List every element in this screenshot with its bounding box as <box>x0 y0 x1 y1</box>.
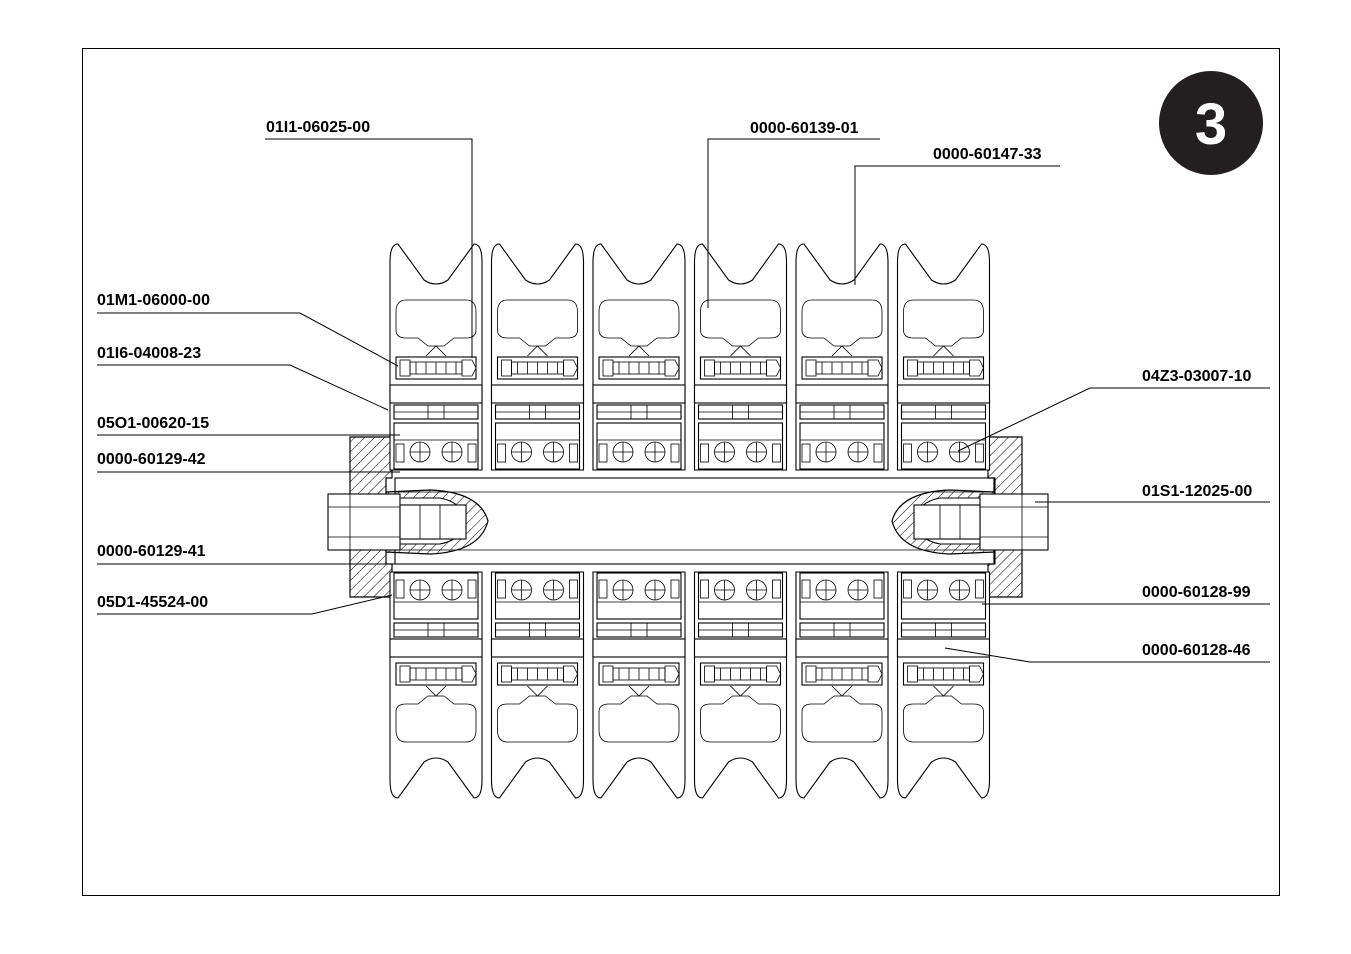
sheave-lower-half <box>795 571 889 799</box>
label-right-3: 0000-60128-99 <box>1142 584 1251 601</box>
sheave-unit <box>795 243 889 799</box>
sheave-lower-half <box>693 571 788 799</box>
sheave-lower-half <box>490 571 585 799</box>
label-top-right: 0000-60147-33 <box>933 146 1042 163</box>
sheave-upper-half <box>795 243 889 471</box>
sheave-unit <box>896 243 991 799</box>
part-number-labels: 01I1-06025-00 0000-60139-01 0000-60147-3… <box>97 119 1252 659</box>
label-left-4: 0000-60129-42 <box>97 451 206 468</box>
drawing-frame <box>82 48 1280 896</box>
sheave-unit <box>693 243 788 799</box>
sheave-upper-half <box>592 243 686 471</box>
sheave-unit <box>592 243 686 799</box>
sheave-upper-half <box>693 243 788 471</box>
sheave-unit <box>490 243 585 799</box>
sheave-upper-half <box>389 243 483 471</box>
sheave-stack <box>389 243 991 799</box>
sheave-lower-half <box>389 571 483 799</box>
label-left-6: 05D1-45524-00 <box>97 594 208 611</box>
sheave-upper-half <box>490 243 585 471</box>
label-left-3: 05O1-00620-15 <box>97 415 209 432</box>
label-top-middle: 0000-60139-01 <box>750 120 859 137</box>
sheave-upper-half <box>896 243 991 471</box>
label-top-left: 01I1-06025-00 <box>266 119 370 136</box>
sheet-number-badge: 3 <box>1159 71 1263 175</box>
label-left-1: 01M1-06000-00 <box>97 292 210 309</box>
label-right-2: 01S1-12025-00 <box>1142 483 1252 500</box>
label-right-1: 04Z3-03007-10 <box>1142 368 1252 385</box>
sheet-number: 3 <box>1195 92 1227 157</box>
leader-lines <box>97 138 1270 663</box>
sheave-lower-half <box>896 571 991 799</box>
label-left-5: 0000-60129-41 <box>97 543 206 560</box>
sheave-unit <box>389 243 483 799</box>
sheave-lower-half <box>592 571 686 799</box>
label-left-2: 01I6-04008-23 <box>97 345 201 362</box>
label-right-4: 0000-60128-46 <box>1142 642 1251 659</box>
right-end-block <box>891 436 1049 598</box>
